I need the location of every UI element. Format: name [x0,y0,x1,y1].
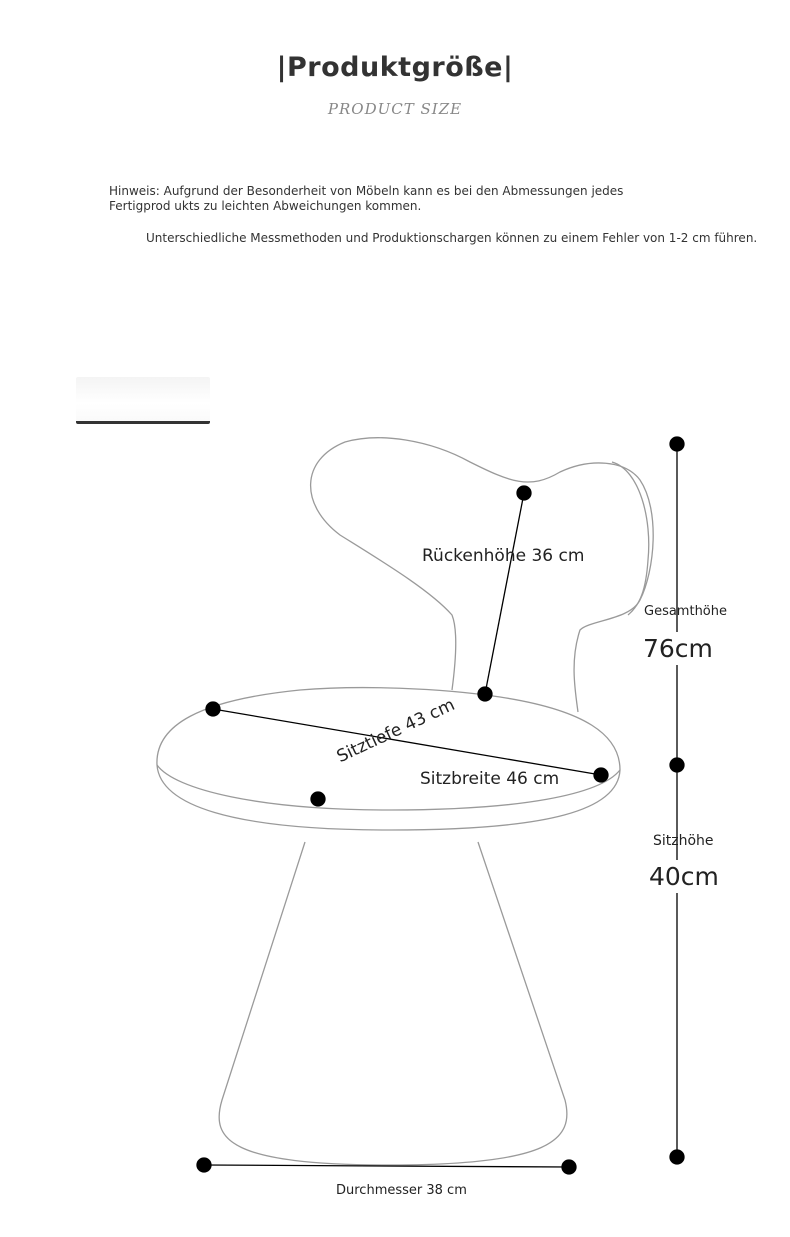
page-title: |Produktgröße| [276,52,514,83]
seat-width-dot-right [593,767,609,783]
seat-height-value: 40cm [649,862,719,891]
page-subtitle: PRODUCT SIZE [327,100,463,118]
diameter-label: Durchmesser 38 cm [336,1183,467,1198]
chair-backrest [309,437,654,713]
seat-height-label: Sitzhöhe [653,833,714,849]
note-measurement-error: Unterschiedliche Messmethoden und Produk… [146,231,758,245]
seat-width-dot-left [205,701,221,717]
note-deviation: Hinweis: Aufgrund der Besonderheit von M… [109,184,624,213]
chair-seat-band [156,764,621,811]
seat-width-label: Sitzbreite 46 cm [420,769,560,789]
chair-seat [156,686,621,831]
chair-base [218,841,568,1166]
measure-lines [196,436,685,1175]
total-height-value: 76cm [643,634,713,663]
chair-backrest-edge [611,461,650,616]
chair-outline [156,437,654,1166]
product-thumbnail [76,377,210,424]
total-height-label: Gesamthöhe [644,604,728,619]
back-height-dot-bottom [477,686,493,702]
seat-width-line [212,708,602,776]
back-height-label: Rückenhöhe 36 cm [422,546,585,566]
total-height-dot-top [669,436,685,452]
diameter-line [203,1164,570,1168]
diameter-dot-left [196,1157,212,1173]
back-height-line [484,492,525,695]
seat-height-dot-bottom [669,1149,685,1165]
diameter-dot-right [561,1159,577,1175]
back-height-dot-top [516,485,532,501]
seat-depth-dot [310,791,326,807]
